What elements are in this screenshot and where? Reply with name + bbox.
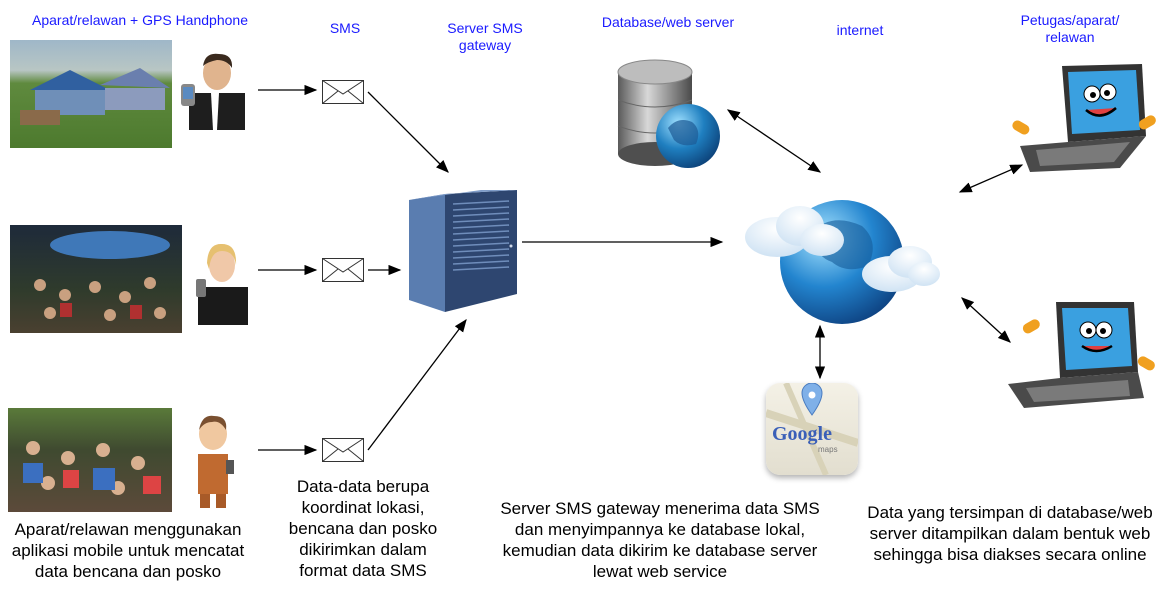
envelope-icon	[322, 258, 364, 287]
header-database: Database/web server	[601, 14, 735, 30]
photo-camp-1	[10, 40, 172, 148]
photo-camp-2	[10, 225, 182, 333]
laptop-icon	[1010, 62, 1160, 179]
globe-cloud-icon	[742, 182, 942, 337]
envelope-icon	[322, 80, 364, 109]
photo-camp-3	[8, 408, 172, 512]
header-sender: Aparat/relawan + GPS Handphone	[32, 12, 248, 28]
header-server: Server SMS gateway	[447, 20, 523, 53]
arrow-internet-laptop1	[958, 164, 1024, 193]
database-icon	[612, 58, 724, 177]
person-1	[175, 48, 253, 130]
header-sms: SMS	[329, 20, 361, 36]
header-officers: Petugas/aparat/ relawan	[1020, 12, 1120, 45]
arrow-database-internet	[726, 109, 822, 173]
person-3	[186, 410, 240, 508]
google-maps-icon: Google maps	[766, 383, 858, 475]
caption-sender: Aparat/relawan menggunakan aplikasi mobi…	[11, 520, 245, 581]
arrow-envelope1-server	[367, 91, 449, 173]
header-internet: internet	[836, 22, 884, 38]
caption-sms: Data-data berupa koordinat lokasi, benca…	[288, 477, 438, 580]
caption-server: Server SMS gateway menerima data SMS dan…	[500, 499, 820, 581]
arrow-internet-laptop2	[961, 297, 1011, 343]
envelope-icon	[322, 438, 364, 467]
server-icon	[405, 188, 523, 323]
maps-logo-text: Google	[772, 423, 832, 445]
arrow-envelope3-server	[367, 318, 467, 451]
person-2	[190, 235, 254, 325]
caption-web: Data yang tersimpan di database/web serv…	[867, 503, 1153, 564]
maps-logo-subtext: maps	[818, 445, 838, 454]
laptop-icon	[1004, 298, 1162, 417]
